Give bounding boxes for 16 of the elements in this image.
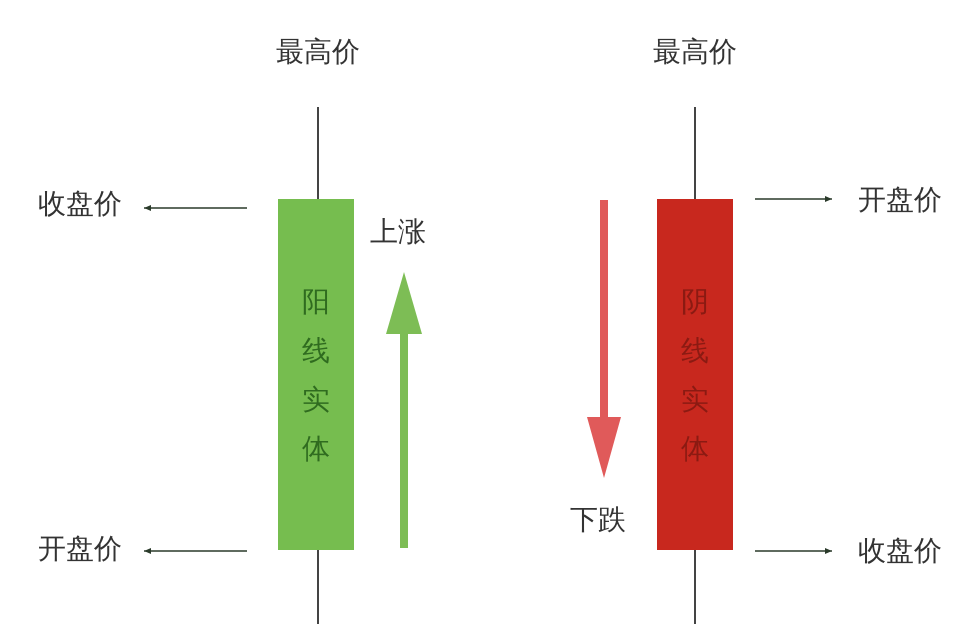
price-label: 收盘价 xyxy=(858,537,942,565)
bearish-candle-body xyxy=(657,199,733,550)
bullish-candle-body xyxy=(278,199,354,550)
arrow xyxy=(144,548,247,554)
arrow xyxy=(755,196,832,202)
arrow xyxy=(144,205,247,211)
price-label: 最高价 xyxy=(276,38,360,66)
price-label: 开盘价 xyxy=(38,535,122,563)
price-label: 收盘价 xyxy=(38,190,122,218)
price-label: 开盘价 xyxy=(858,186,942,214)
body-label: 阴线实体 xyxy=(681,284,709,466)
trend-label: 上涨 xyxy=(370,218,426,246)
price-label: 最高价 xyxy=(653,38,737,66)
arrow xyxy=(755,548,832,554)
body-label: 阳线实体 xyxy=(302,284,330,466)
trend-label: 下跌 xyxy=(570,506,626,534)
